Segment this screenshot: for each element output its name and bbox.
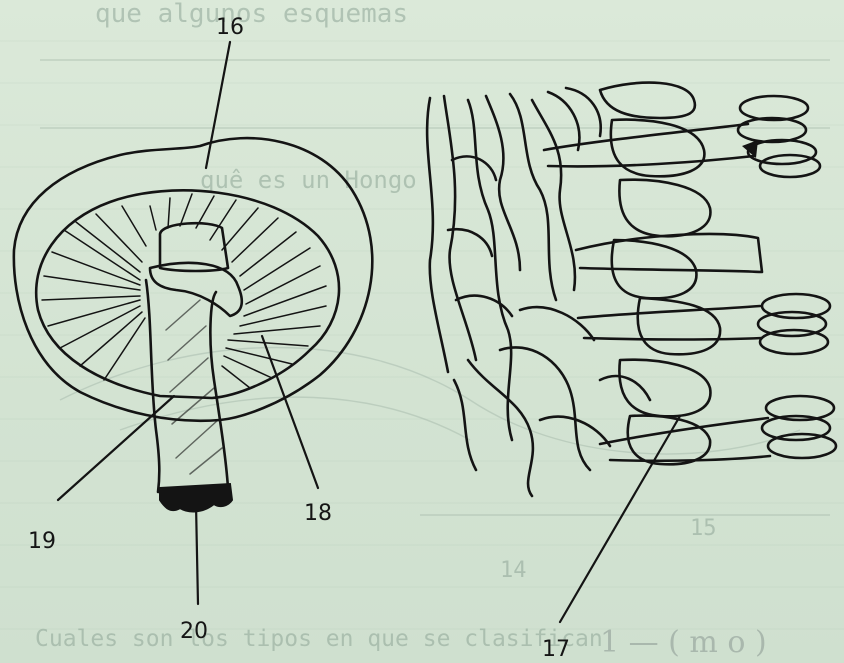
- hymenium-drawing: [427, 83, 836, 496]
- label-18: 18: [304, 501, 332, 526]
- bleed-number-15: 15: [690, 516, 717, 541]
- bleed-top-text: que algunos esquemas: [95, 0, 408, 29]
- mushroom-drawing: [14, 138, 372, 511]
- bleed-through-layer: que algunos esquemas quê es un Hongo Cua…: [35, 0, 830, 652]
- bleed-bottom-text: Cuales son los tipos en que se clasifica…: [35, 626, 603, 652]
- bleed-line-2: quê es un Hongo: [200, 166, 417, 194]
- gill-disc: [36, 190, 339, 398]
- leader-19: [58, 396, 174, 500]
- bleed-curve: [60, 348, 800, 455]
- label-19: 19: [28, 529, 56, 554]
- label-17: 17: [542, 637, 570, 662]
- basidia: [544, 124, 770, 461]
- leader-20: [196, 504, 198, 604]
- handwriting-annotation: 1 — ( m o ): [600, 625, 767, 660]
- label-16: 16: [216, 15, 244, 40]
- leader-18: [262, 336, 318, 488]
- leader-16: [206, 42, 230, 168]
- bleed-number-14: 14: [500, 558, 527, 583]
- label-20: 20: [180, 619, 208, 644]
- stipe-shading: [166, 300, 222, 474]
